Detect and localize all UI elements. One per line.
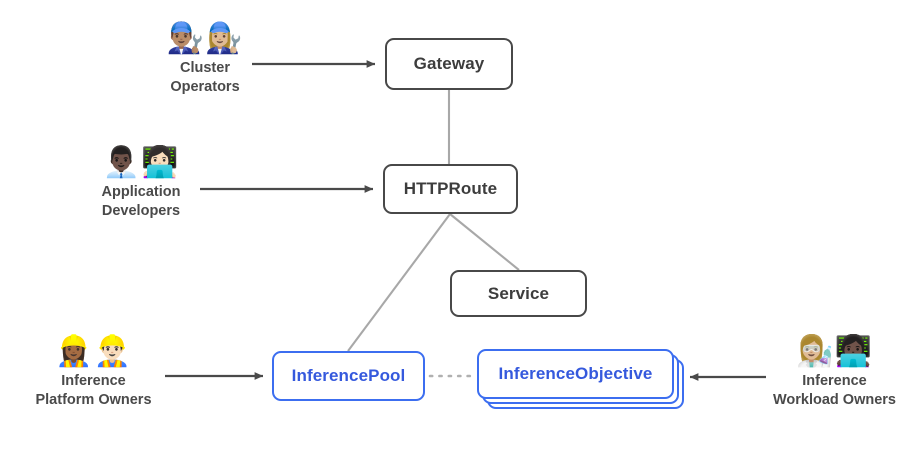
actor-inference-workload-owners-line-2: Workload Owners: [772, 391, 896, 408]
actor-application-developers[interactable]: 👨🏿‍💼👩🏻‍💻 Application Developers: [80, 148, 202, 220]
node-service-label: Service: [487, 283, 550, 303]
connector-httproute-to-inferencepool: [347, 213, 451, 352]
node-httproute[interactable]: HTTPRoute: [383, 164, 518, 214]
actor-inference-platform-owners[interactable]: 👷🏾‍♀️👷🏻‍♂️ Inference Platform Owners: [21, 337, 166, 409]
actor-inference-platform-owners-label: Inference Platform Owners: [35, 372, 151, 409]
actor-cluster-operators-label: Cluster Operators: [170, 59, 239, 96]
actor-cluster-operators[interactable]: 👨🏽‍🔧👩🏼‍🔧 Cluster Operators: [145, 24, 265, 96]
node-gateway[interactable]: Gateway: [385, 38, 513, 90]
node-inferenceobjective-label: InferenceObjective: [498, 364, 653, 383]
actor-cluster-operators-line-1: Cluster: [180, 60, 230, 76]
actor-application-developers-line-1: Application: [101, 184, 181, 200]
node-inferencepool[interactable]: InferencePool: [272, 351, 425, 401]
construction-worker-pair-emoji: 👷🏾‍♀️👷🏻‍♂️: [55, 335, 132, 368]
actor-inference-workload-owners-line-1: Inference: [802, 373, 867, 389]
node-service[interactable]: Service: [450, 270, 587, 317]
actor-cluster-operators-line-2: Operators: [170, 78, 240, 95]
node-httproute-label: HTTPRoute: [403, 179, 498, 198]
node-gateway-label: Gateway: [413, 54, 485, 73]
mechanic-pair-emoji: 👨🏽‍🔧👩🏼‍🔧: [166, 22, 244, 55]
actor-inference-platform-owners-line-2: Platform Owners: [35, 391, 152, 408]
node-inferencepool-label: InferencePool: [291, 366, 406, 385]
node-inferenceobjective[interactable]: InferenceObjective: [477, 349, 674, 399]
connector-httproute-to-service: [449, 213, 520, 271]
actor-inference-workload-owners[interactable]: 👩🏼‍🔬👩🏿‍💻 Inference Workload Owners: [767, 337, 902, 409]
actor-application-developers-label: Application Developers: [102, 183, 181, 220]
actor-inference-platform-owners-line-1: Inference: [61, 373, 126, 389]
actor-inference-workload-owners-label: Inference Workload Owners: [773, 372, 896, 409]
office-worker-technologist-pair-emoji: 👨🏿‍💼👩🏻‍💻: [102, 146, 180, 179]
actor-application-developers-line-2: Developers: [101, 202, 181, 219]
scientist-technologist-pair-emoji: 👩🏼‍🔬👩🏿‍💻: [796, 335, 873, 368]
